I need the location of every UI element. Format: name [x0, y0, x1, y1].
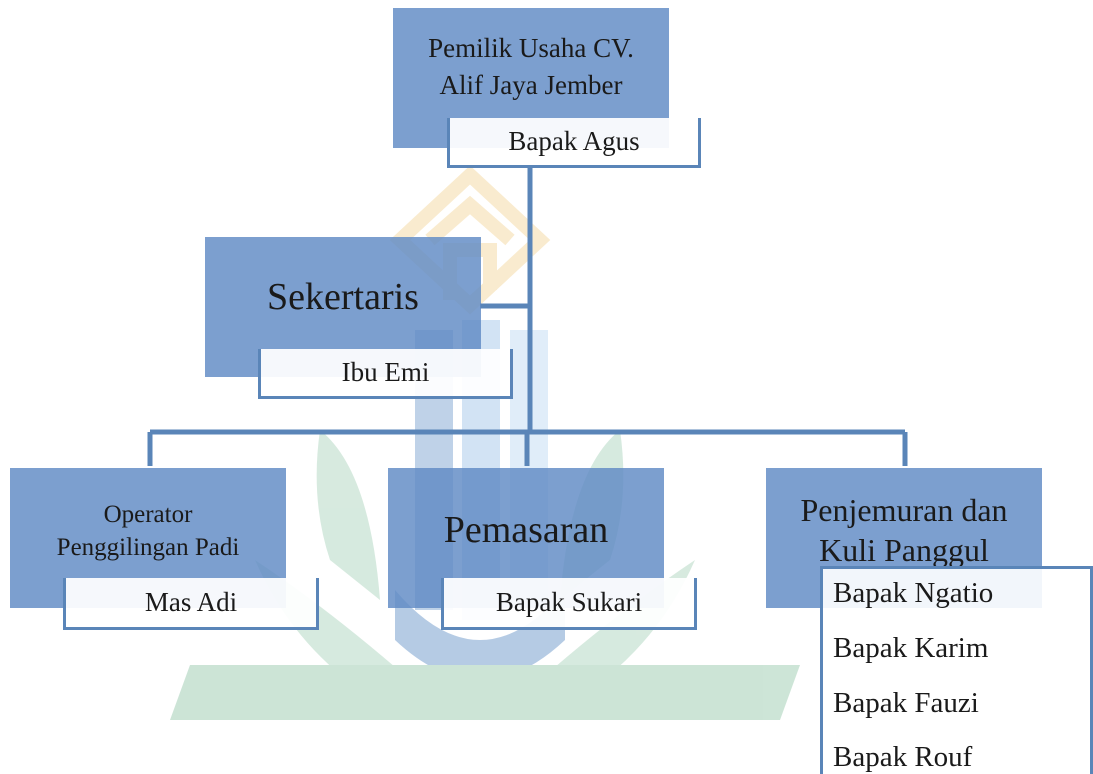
drying-name-3: Bapak Fauzi: [833, 687, 979, 719]
drying-title-line2: Kuli Panggul: [819, 532, 989, 568]
owner-title-line1: Pemilik Usaha CV.: [428, 33, 634, 63]
drying-name-2: Bapak Karim: [833, 632, 989, 664]
marketing-name: Bapak Sukari: [441, 578, 697, 630]
operator-title-line2: Penggilingan Padi: [56, 534, 240, 561]
operator-name: Mas Adi: [63, 578, 319, 630]
drying-name-1: Bapak Ngatio: [833, 577, 994, 609]
owner-title-line2: Alif Jaya Jember: [439, 70, 623, 100]
owner-name: Bapak Agus: [447, 118, 701, 168]
secretary-name: Ibu Emi: [258, 349, 513, 399]
drying-name-4: Bapak Rouf: [833, 741, 973, 773]
operator-title-line1: Operator: [103, 501, 193, 528]
drying-names-list: Bapak Ngatio Bapak Karim Bapak Fauzi Bap…: [820, 566, 1093, 774]
secretary-title: Sekertaris: [267, 276, 419, 318]
drying-title-line1: Penjemuran dan: [800, 492, 1008, 528]
marketing-title: Pemasaran: [443, 509, 609, 551]
